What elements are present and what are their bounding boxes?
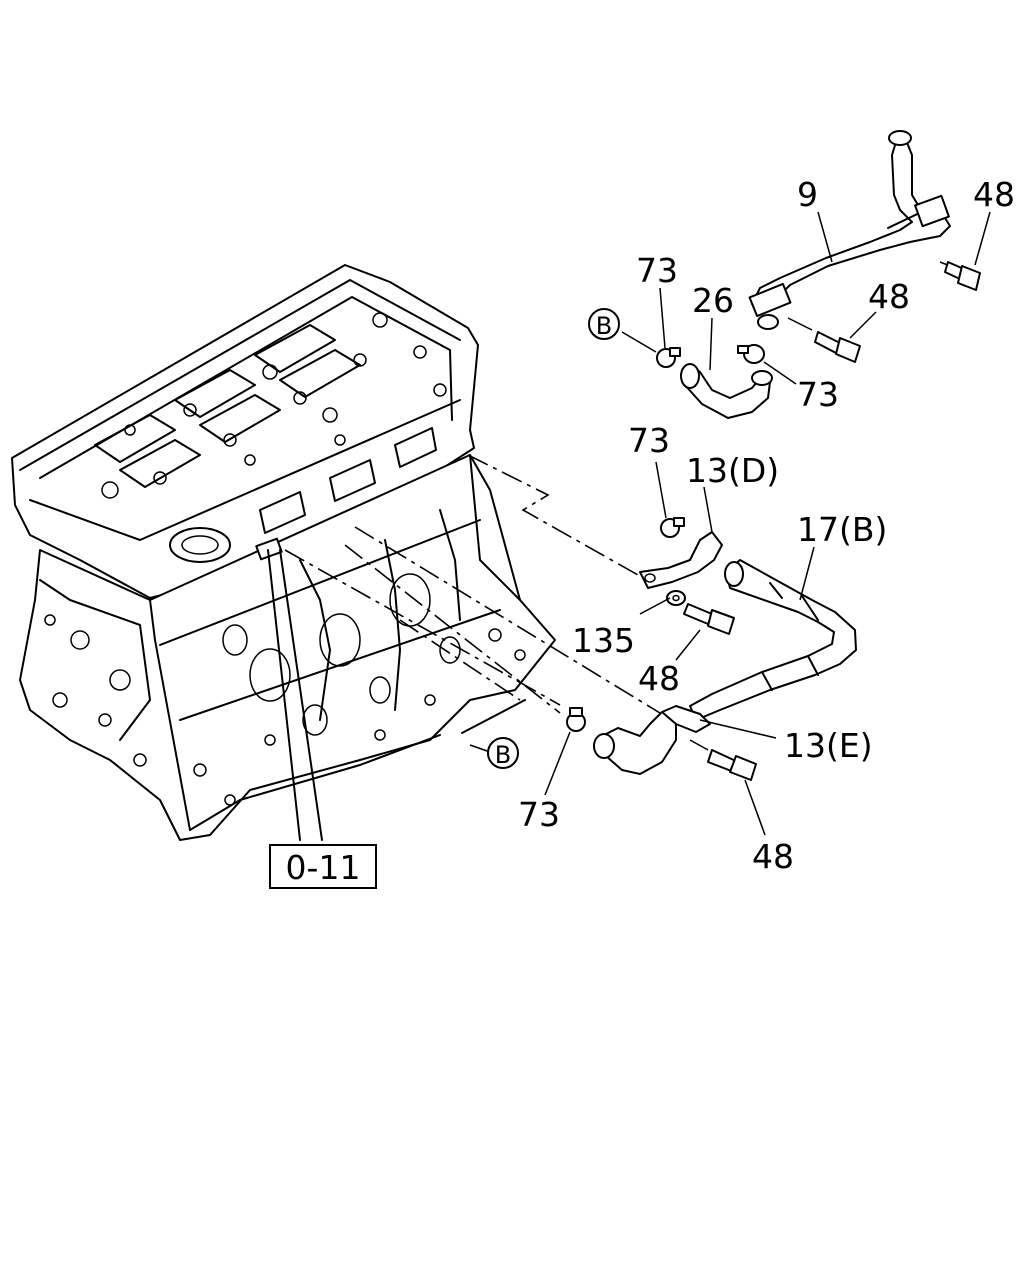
circle-marker-b-bottom: B: [487, 737, 519, 769]
clamp-73-top-right: [737, 344, 765, 364]
callout-73-bottom: 73: [518, 795, 560, 834]
engine-block-drawing: [11, 264, 556, 841]
marker-b-top-label: B: [596, 312, 612, 340]
circle-marker-b-top: B: [588, 308, 620, 340]
callout-17b: 17(B): [797, 510, 887, 549]
callout-73-mid: 73: [628, 421, 670, 460]
callout-9: 9: [797, 175, 818, 214]
callout-26: 26: [692, 281, 734, 320]
callout-48-top: 48: [973, 175, 1015, 214]
reference-box-0-11: 0-11: [269, 844, 377, 889]
callout-leaders: [469, 211, 991, 836]
callout-48-lower: 48: [638, 659, 680, 698]
callout-48-bottom: 48: [752, 837, 794, 876]
callout-73-right: 73: [797, 375, 839, 414]
washer-135: [666, 590, 686, 606]
callout-48-mid: 48: [868, 277, 910, 316]
clamp-73-top-left: [656, 347, 681, 368]
part-13d-clip: [639, 531, 723, 589]
part-26-hose: [680, 363, 773, 419]
reference-box-label: 0-11: [286, 848, 361, 887]
part-13e-clip-and-elbow: [593, 705, 711, 775]
callout-13e: 13(E): [784, 726, 873, 765]
bolt-48-bottom: [689, 739, 757, 781]
part-17b-hose: [689, 559, 857, 721]
callout-73-top: 73: [636, 251, 678, 290]
clamp-73-bottom: [566, 707, 586, 732]
leader-lines: [267, 454, 661, 841]
bolt-48-top: [939, 261, 981, 291]
marker-b-bottom-label: B: [495, 741, 511, 769]
bolt-48-mid: [787, 317, 861, 363]
callout-135: 135: [572, 621, 635, 660]
part-9-water-pipe: [748, 130, 951, 330]
callout-13d: 13(D): [686, 451, 779, 490]
bolt-48-lower: [683, 603, 735, 635]
clamp-73-mid: [660, 517, 685, 538]
